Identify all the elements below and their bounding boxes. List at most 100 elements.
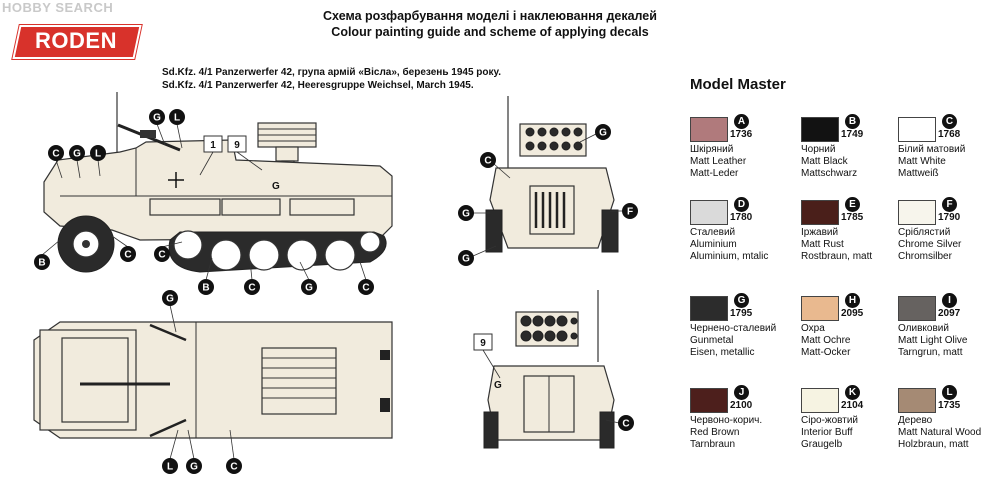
callout-dot [162, 458, 178, 474]
callout-c: C [120, 246, 136, 262]
callout-leader-line [187, 429, 195, 460]
swatch-code: 2095 [841, 308, 864, 319]
callout-dot [458, 250, 474, 266]
swatch-name-de: Rostbraun, matt [801, 250, 873, 262]
swatch-name-en: Matt Leather [690, 155, 747, 167]
swatch-chip [898, 388, 936, 413]
callout-letter: C [362, 283, 369, 294]
swatch-name-ua: Шкіряний [690, 144, 734, 155]
callout-g: G [458, 205, 474, 221]
swatch-code: 1785 [841, 212, 864, 223]
callout-letter: G [166, 294, 174, 305]
swatch-chip [898, 296, 936, 321]
swatch-code: 1780 [730, 212, 753, 223]
callout-letter: L [95, 149, 101, 160]
side-cross-marking [168, 172, 184, 188]
swatch-name-ua: Сіро-жовтий [801, 415, 858, 426]
swatch-name-de: Matt-Leder [690, 167, 739, 179]
side-view [43, 92, 393, 273]
callout-c: C [154, 246, 170, 262]
callout-letter: G [599, 128, 607, 139]
front-rocket-launcher [519, 123, 587, 157]
callout-letter: L [167, 462, 173, 473]
rear-rocket-launcher [515, 311, 579, 347]
svg-text:1: 1 [210, 140, 216, 151]
callout-g: G [186, 458, 202, 474]
callout-b: B [198, 279, 214, 295]
header: Схема розфарбування моделі і наклеювання… [290, 8, 690, 40]
callout-c: C [358, 279, 374, 295]
header-title-en: Colour painting guide and scheme of appl… [331, 25, 649, 39]
swatch-name-de: Graugelb [801, 438, 843, 450]
swatch-letter-badge: A [734, 114, 749, 129]
palette-title: Model Master [690, 76, 786, 93]
callout-dot [34, 254, 50, 270]
rear-view [483, 290, 615, 449]
callout-dot [301, 279, 317, 295]
callout-c: C [226, 458, 242, 474]
decal-callout-9: 9 [227, 135, 247, 153]
swatch-name-ua: Охра [801, 323, 825, 334]
swatch-name-de: Tarnbraun [690, 438, 736, 450]
swatch-name-de: Mattschwarz [801, 167, 858, 179]
swatch-code: 2100 [730, 400, 753, 411]
swatch-letter-badge: I [942, 293, 957, 308]
callout-leader-line [493, 163, 511, 179]
swatch-name-de: Holzbraun, matt [898, 438, 969, 450]
swatch-code: 2104 [841, 400, 864, 411]
callout-leader-line [76, 159, 81, 179]
swatch-name-ua: Чернено-сталевий [690, 323, 777, 334]
callout-dot [90, 145, 106, 161]
swatch-letter-badge: J [734, 385, 749, 400]
swatch-code: 1735 [938, 400, 961, 411]
swatch-name-de: Tarngrun, matt [898, 346, 963, 358]
swatch-letter-badge: G [734, 293, 749, 308]
watermark-text: HOBBY SEARCH [2, 0, 114, 15]
callout-dot [169, 109, 185, 125]
callout-letter: G [462, 254, 470, 265]
side-track [168, 230, 387, 273]
swatch-name-de: Chromsilber [898, 250, 952, 262]
swatch-name-en: Matt White [898, 155, 946, 167]
front-grille [534, 192, 566, 228]
callout-letter: G [305, 283, 313, 294]
callout-dot [458, 205, 474, 221]
callout-letter: B [202, 283, 209, 294]
swatch-chip [801, 117, 839, 142]
callout-letter: C [124, 250, 131, 261]
callout-b: B [34, 254, 50, 270]
side-rocket-launcher [257, 122, 317, 172]
callout-letter: C [484, 156, 491, 167]
side-machine-gun [117, 123, 181, 152]
swatch-code: 1795 [730, 308, 753, 319]
vehicle-subtitle-ua: Sd.Kfz. 4/1 Panzerwerfer 42, група армій… [162, 67, 501, 78]
swatch-code: 1790 [938, 212, 961, 223]
swatch-name-ua: Дерево [898, 415, 933, 426]
callout-dot [149, 109, 165, 125]
callout-dot [48, 145, 64, 161]
brand-logo-text: RODEN [35, 28, 117, 53]
swatch-name-ua: Сріблястий [898, 227, 951, 238]
callout-letter: G [153, 113, 161, 124]
callout-g: G [458, 250, 474, 266]
callout-letter: F [627, 207, 633, 218]
swatch-name-en: Gunmetal [690, 334, 734, 346]
callout-dot [358, 279, 374, 295]
callout-dot [154, 246, 170, 262]
callout-leader-line [579, 133, 597, 143]
swatch-letter-badge: K [845, 385, 860, 400]
swatch-letter-badge: H [845, 293, 860, 308]
swatch-name-ua: Чорний [801, 144, 836, 155]
decal-callout-9-rear: 9 [473, 333, 493, 351]
callout-f: F [622, 203, 638, 219]
callout-dot [622, 203, 638, 219]
swatch-chip [690, 296, 728, 321]
